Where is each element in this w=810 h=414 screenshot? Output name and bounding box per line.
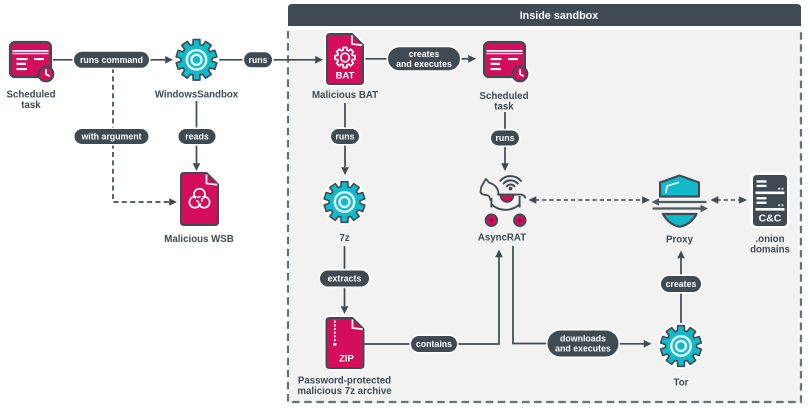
svg-text:Proxy: Proxy (666, 235, 694, 246)
svg-text:.onion: .onion (755, 234, 784, 245)
svg-text:Password-protected: Password-protected (298, 376, 391, 387)
svg-text:Malicious BAT: Malicious BAT (312, 90, 378, 101)
svg-text:and executes: and executes (396, 59, 452, 69)
svg-text:BAT: BAT (336, 71, 355, 82)
svg-text:downloads: downloads (560, 334, 606, 344)
svg-text:reads: reads (185, 132, 209, 142)
svg-text:WindowsSandbox: WindowsSandbox (155, 90, 239, 101)
svg-text:creates: creates (666, 279, 697, 289)
svg-text:ZIP: ZIP (339, 354, 354, 365)
svg-text:AsyncRAT: AsyncRAT (478, 233, 526, 244)
svg-text:extracts: extracts (328, 274, 362, 284)
svg-text:malicious 7z archive: malicious 7z archive (297, 386, 392, 397)
svg-text:runs: runs (248, 55, 267, 65)
svg-text:and executes: and executes (555, 344, 611, 354)
svg-text:Scheduled: Scheduled (480, 91, 529, 102)
svg-text:Scheduled: Scheduled (7, 90, 56, 101)
svg-text:Malicious WSB: Malicious WSB (164, 234, 233, 245)
svg-text:task: task (494, 101, 514, 112)
svg-text:Inside sandbox: Inside sandbox (520, 10, 599, 22)
svg-text:Tor: Tor (674, 378, 689, 389)
svg-text:runs: runs (495, 133, 514, 143)
svg-text:creates: creates (409, 49, 440, 59)
svg-text:C&C: C&C (759, 213, 782, 225)
svg-text:7z: 7z (339, 233, 349, 244)
svg-text:task: task (21, 100, 41, 111)
svg-text:runs command: runs command (80, 55, 143, 65)
svg-text:with argument: with argument (80, 132, 141, 142)
svg-text:runs: runs (335, 132, 354, 142)
svg-text:contains: contains (416, 339, 452, 349)
svg-text:domains: domains (750, 244, 790, 255)
